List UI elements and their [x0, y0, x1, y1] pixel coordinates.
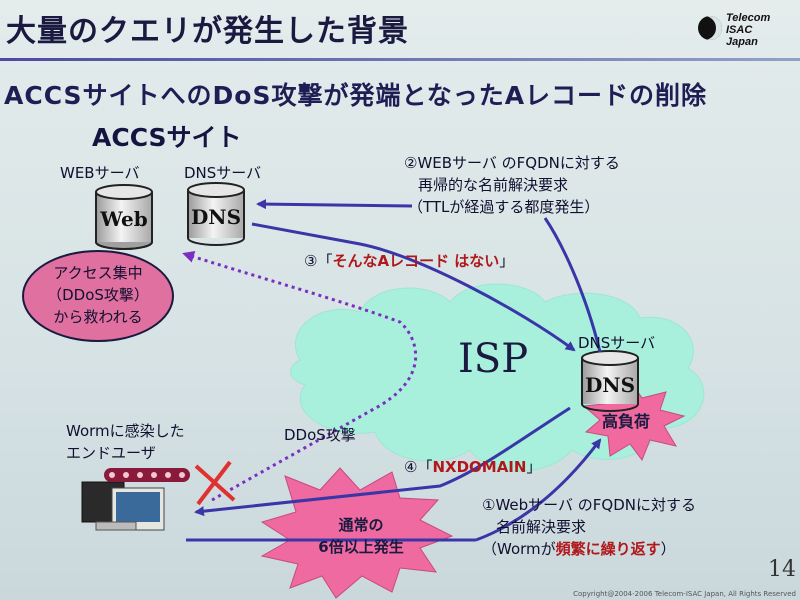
logo-line-2: ISAC [726, 24, 753, 36]
step2-note: ②WEBサーバ のFQDNに対する 再帰的な名前解決要求 （TTLが経過する都度… [404, 152, 620, 218]
ddos-attack-label: DDoS攻撃 [284, 426, 356, 444]
user-label-line-1: Wormに感染した [66, 422, 185, 440]
page-number: 14 [768, 557, 796, 582]
slide-title: 大量のクエリが発生した背景 [6, 14, 409, 49]
step1-line-3-suffix: ） [660, 540, 676, 558]
high-load-label: 高負荷 [602, 412, 651, 431]
step3-prefix: ③「 [304, 252, 333, 270]
copyright-notice: Copyright@2004-2006 Telecom-ISAC Japan, … [573, 590, 796, 598]
burst-line-1: 通常の [338, 516, 384, 534]
isp-dns-server-label: DNSサーバ [578, 334, 656, 352]
step2-line-1: ②WEBサーバ のFQDNに対する [404, 154, 620, 172]
accs-site-label: ACCSサイト [92, 123, 242, 152]
arrow-recursive-query [256, 199, 413, 210]
burst-text: 通常の 6倍以上発生 [296, 514, 426, 558]
step2-line-2: 再帰的な名前解決要求 [418, 176, 569, 194]
burst-line-2: 6倍以上発生 [318, 538, 404, 556]
rescued-text: アクセス集中 （DDoS攻撃） から救われる [26, 262, 170, 328]
step1-note: ①Webサーバ のFQDNに対する 名前解決要求 （Wormが頻繁に繰り返す） [482, 494, 696, 560]
user-label-line-2: エンドユーザ [66, 444, 156, 462]
logo-line-3: Japan [726, 36, 758, 48]
step4-note: ④「NXDOMAIN」 [404, 456, 541, 478]
logo-line-1: Telecom [726, 12, 771, 24]
arrow-ddos-dotted [182, 251, 418, 502]
step3-suffix: 」 [499, 252, 515, 270]
slide-subtitle: ACCSサイトへのDoS攻撃が発端となったAレコードの削除 [4, 81, 708, 110]
arrow-nxdomain [194, 406, 571, 517]
step1-frequently-repeats: 頻繁に繰り返す [555, 540, 661, 558]
rescued-line-3: から救われる [53, 308, 143, 326]
isp-dns-cylinder-label: DNS [585, 373, 635, 397]
step4-nxdomain: NXDOMAIN [432, 458, 527, 476]
accs-dns-cylinder [187, 182, 245, 246]
step1-line-2: 名前解決要求 [496, 518, 587, 536]
telecom-isac-logo: Telecom ISAC Japan [698, 10, 790, 52]
accs-dns-server-label: DNSサーバ [184, 164, 262, 182]
isp-cloud-label: ISP [458, 336, 529, 382]
title-divider [0, 58, 800, 61]
rescued-line-2: （DDoS攻撃） [47, 286, 149, 304]
step4-prefix: ④「 [404, 458, 433, 476]
step1-line-3-prefix: （Wormが [482, 540, 556, 558]
web-server-cylinder [95, 184, 153, 250]
web-cylinder-label: Web [99, 207, 148, 231]
step4-suffix: 」 [526, 458, 542, 476]
rescued-bubble [22, 250, 174, 342]
arrow-no-a-record [251, 222, 576, 352]
step3-note: ③「そんなAレコード はない」 [304, 250, 514, 272]
isp-dns-cylinder [581, 350, 639, 412]
rescued-line-1: アクセス集中 [53, 264, 143, 282]
step1-line-1: ①Webサーバ のFQDNに対する [482, 496, 696, 514]
step2-line-3: （TTLが経過する都度発生） [408, 198, 600, 216]
infected-pc-icon [81, 468, 190, 531]
arrow-isp-to-note2 [543, 217, 602, 353]
blocked-cross-icon [194, 460, 236, 506]
accs-dns-cylinder-label: DNS [191, 205, 241, 229]
web-server-label: WEBサーバ [60, 164, 140, 182]
logo-mark-icon [698, 16, 722, 40]
infected-user-label: Wormに感染した エンドユーザ [66, 420, 185, 464]
arrow-user-query [475, 438, 602, 542]
step3-no-a-record: そんなAレコード はない [332, 252, 500, 270]
